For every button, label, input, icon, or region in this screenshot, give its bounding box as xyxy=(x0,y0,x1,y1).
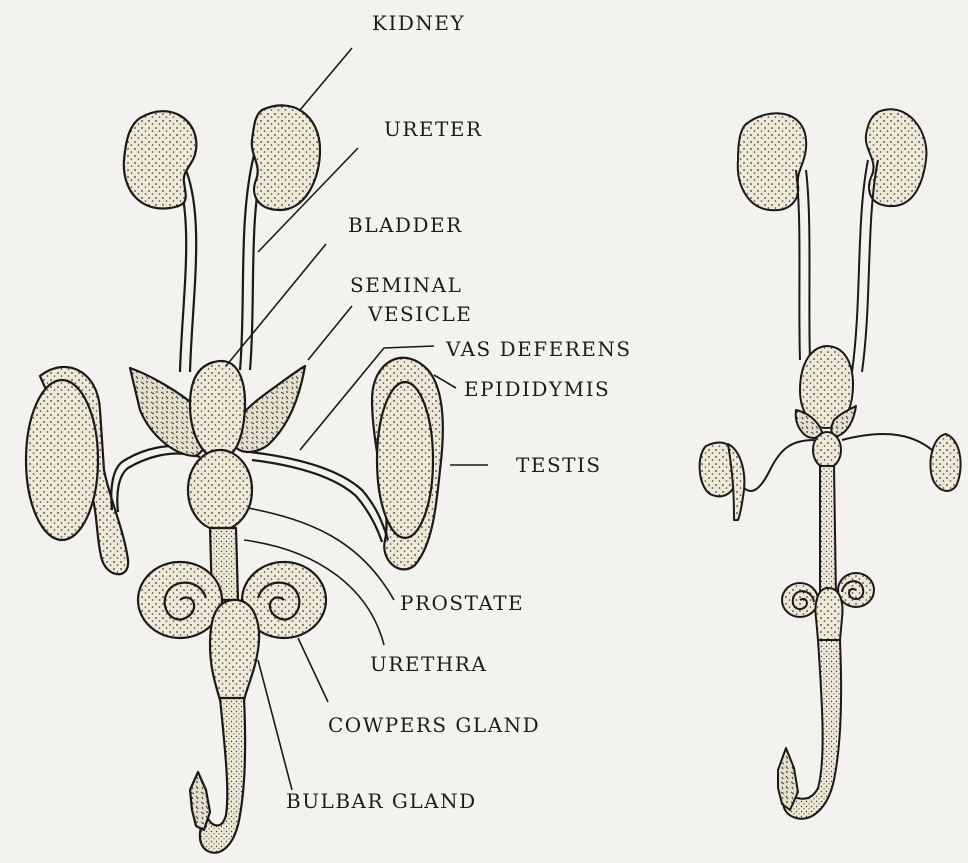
label-cowpers-gland: COWPERS GLAND xyxy=(328,713,540,737)
label-seminal: SEMINAL xyxy=(350,273,462,297)
label-bladder: BLADDER xyxy=(348,213,463,237)
label-ureter: URETER xyxy=(384,117,483,141)
right-testis xyxy=(377,382,433,538)
label-prostate: PROSTATE xyxy=(400,591,524,615)
glans xyxy=(190,772,210,830)
small-prostate xyxy=(813,432,841,468)
left-kidney xyxy=(124,111,197,208)
ureter-pair xyxy=(176,155,264,372)
left-testis xyxy=(26,380,98,540)
small-bulbar-gland xyxy=(816,588,843,640)
small-right-kidney xyxy=(866,109,927,206)
right-kidney xyxy=(252,105,320,210)
prostate xyxy=(188,450,252,530)
label-testis: TESTIS xyxy=(516,453,602,477)
label-epididymis: EPIDIDYMIS xyxy=(464,377,610,401)
label-vas-deferens: VAS DEFERENS xyxy=(445,337,632,361)
bulbar-gland xyxy=(210,600,259,700)
small-left-kidney xyxy=(738,113,806,210)
label-vesicle: VESICLE xyxy=(367,302,472,326)
small-right-testis xyxy=(930,434,960,491)
small-urethra xyxy=(820,466,836,596)
label-urethra: URETHRA xyxy=(370,652,487,676)
bladder xyxy=(190,361,245,458)
small-glans xyxy=(778,748,798,810)
label-bulbar-gland: BULBAR GLAND xyxy=(286,789,477,813)
labels: KIDNEY URETER BLADDER SEMINAL VESICLE VA… xyxy=(286,11,632,813)
small-diagram xyxy=(700,109,961,818)
label-kidney: KIDNEY xyxy=(372,11,465,35)
penis-shaft xyxy=(200,698,245,853)
